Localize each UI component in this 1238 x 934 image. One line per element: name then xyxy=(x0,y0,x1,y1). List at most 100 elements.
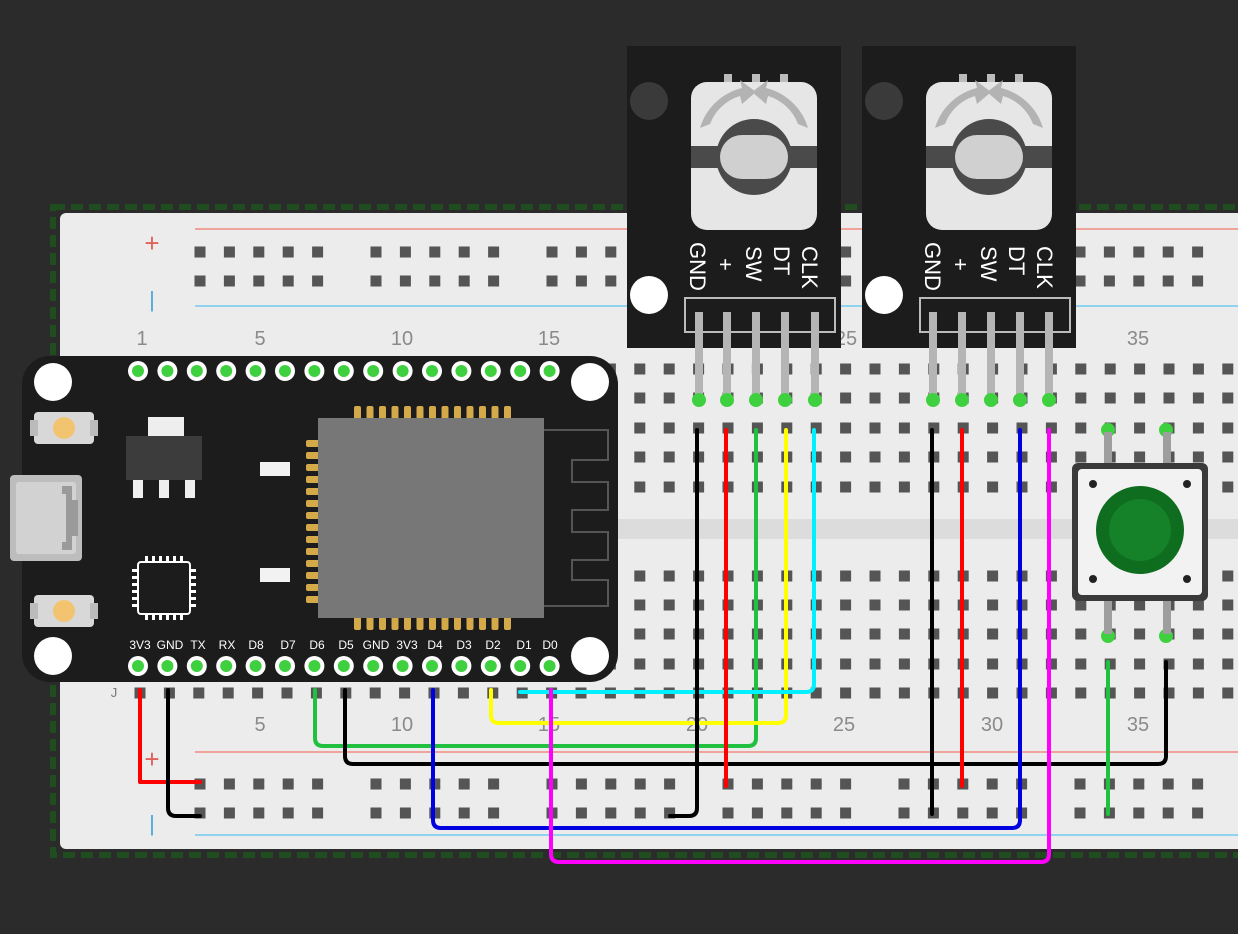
breadboard-hole xyxy=(282,688,293,699)
esp32-pin xyxy=(250,660,262,672)
boot-button[interactable] xyxy=(30,412,98,444)
rail-hole xyxy=(899,808,910,819)
chip-pin xyxy=(132,590,137,593)
module-pad xyxy=(354,406,361,420)
rotary-encoder-1[interactable]: GND + SW DT CLK xyxy=(627,46,841,348)
breadboard-hole xyxy=(1193,659,1204,670)
column-label: 35 xyxy=(1127,714,1149,736)
rail-hole xyxy=(1163,247,1174,258)
esp32-board[interactable]: 3V3 GND TX RX D8 D7 D6 D5 GND 3V3 D4 D3 … xyxy=(10,356,618,682)
breadboard-hole xyxy=(1075,364,1086,375)
pin-label: DT xyxy=(1004,246,1029,275)
pin-label: TX xyxy=(190,638,205,652)
pin-label: D0 xyxy=(542,638,558,652)
rail-hole xyxy=(312,276,323,287)
module-pad xyxy=(306,488,320,495)
pin-label: RX xyxy=(219,638,236,652)
breadboard-hole xyxy=(634,393,645,404)
module-pad xyxy=(306,452,320,459)
reset-button[interactable] xyxy=(30,595,98,627)
rail-hole xyxy=(987,808,998,819)
breadboard-hole xyxy=(664,571,675,582)
rail-hole xyxy=(957,808,968,819)
breadboard-hole xyxy=(664,629,675,640)
rail-hole xyxy=(1133,247,1144,258)
module-pad xyxy=(306,596,320,603)
breadboard-hole xyxy=(987,688,998,699)
column-label: 10 xyxy=(391,714,413,736)
rail-hole xyxy=(1163,808,1174,819)
pin-label: D6 xyxy=(309,638,325,652)
rail-hole xyxy=(1104,247,1115,258)
breadboard-hole xyxy=(1164,393,1175,404)
esp32-pin xyxy=(338,365,350,377)
rail-hole xyxy=(195,247,206,258)
encoder-shaft xyxy=(720,135,788,179)
mount-hole xyxy=(34,637,72,675)
rail-hole xyxy=(488,247,499,258)
breadboard-hole xyxy=(1134,393,1145,404)
rail-hole xyxy=(224,276,235,287)
module-pad xyxy=(492,406,499,420)
breadboard-hole xyxy=(987,571,998,582)
breadboard-hole xyxy=(1193,452,1204,463)
breadboard-hole xyxy=(193,688,204,699)
esp32-pin xyxy=(220,660,232,672)
module-pad xyxy=(442,616,449,630)
breadboard-hole xyxy=(1134,688,1145,699)
rail-hole xyxy=(605,247,616,258)
pin-label: D1 xyxy=(516,638,532,652)
encoder-pin-leg xyxy=(987,312,995,400)
breadboard-hole xyxy=(634,571,645,582)
chip-pin xyxy=(159,615,162,620)
column-label: 15 xyxy=(538,328,560,350)
active-hole xyxy=(749,393,763,407)
mount-hole xyxy=(34,363,72,401)
bottom-plus-label: + xyxy=(144,744,159,774)
pin-label: D3 xyxy=(456,638,472,652)
active-hole xyxy=(1042,393,1056,407)
breadboard-hole xyxy=(870,659,881,670)
esp32-pin xyxy=(397,660,409,672)
breadboard-hole xyxy=(1222,571,1233,582)
encoder-pin-leg xyxy=(695,312,703,400)
module-pad xyxy=(367,616,374,630)
button-cap-inner xyxy=(1109,499,1171,561)
breadboard-hole xyxy=(840,659,851,670)
breadboard-hole xyxy=(1193,393,1204,404)
breadboard-hole xyxy=(252,688,263,699)
encoder-pin-leg xyxy=(811,312,819,400)
esp32-pin xyxy=(220,365,232,377)
breadboard-hole xyxy=(899,364,910,375)
rail-hole xyxy=(1192,276,1203,287)
module-pad xyxy=(379,406,386,420)
breadboard-hole xyxy=(840,452,851,463)
breadboard-hole xyxy=(987,482,998,493)
module-pad xyxy=(442,406,449,420)
rail-hole xyxy=(576,247,587,258)
esp32-pin xyxy=(544,365,556,377)
breadboard-hole xyxy=(1134,423,1145,434)
chip-pin xyxy=(152,556,155,561)
module-pad xyxy=(454,616,461,630)
rail-hole xyxy=(781,779,792,790)
column-label: 10 xyxy=(391,328,413,350)
rail-hole xyxy=(283,247,294,258)
rail-hole xyxy=(253,779,264,790)
module-pad xyxy=(492,616,499,630)
module-pad xyxy=(504,406,511,420)
breadboard-hole xyxy=(840,482,851,493)
rail-hole xyxy=(547,247,558,258)
breadboard-hole xyxy=(870,629,881,640)
rail-hole xyxy=(459,779,470,790)
breadboard-hole xyxy=(899,659,910,670)
breadboard-hole xyxy=(1134,629,1145,640)
breadboard-hole xyxy=(664,659,675,670)
chip-pin xyxy=(191,604,196,607)
rotary-encoder-2[interactable]: GND + SW DT CLK xyxy=(862,46,1076,348)
rail-hole xyxy=(488,808,499,819)
breadboard-hole xyxy=(840,629,851,640)
breadboard-hole xyxy=(664,452,675,463)
chip-pin xyxy=(191,583,196,586)
breadboard-hole xyxy=(1193,364,1204,375)
